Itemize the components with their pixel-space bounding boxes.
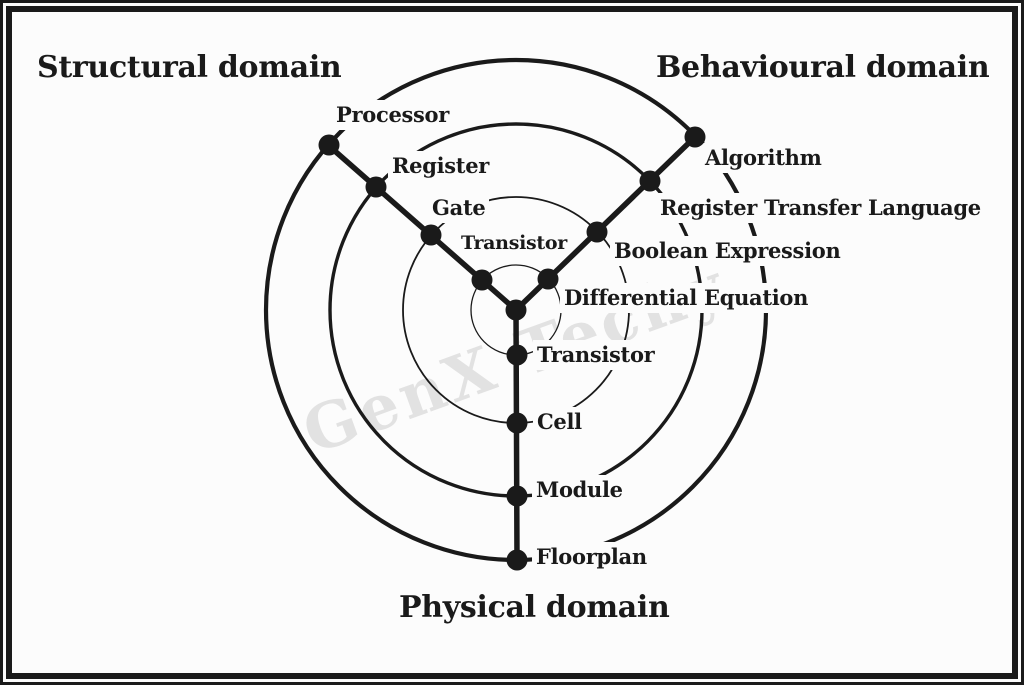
physical-domain-title: Physical domain bbox=[399, 590, 670, 625]
node-label-differential-equation: Differential Equation bbox=[560, 283, 813, 313]
center-dot bbox=[505, 299, 527, 321]
dot-algorithm bbox=[684, 126, 706, 148]
dot-cell bbox=[506, 412, 528, 434]
dot-boolean-expression bbox=[586, 221, 608, 243]
node-label-floorplan: Floorplan bbox=[532, 542, 651, 572]
behavioural-domain-title: Behavioural domain bbox=[656, 50, 990, 85]
structural-domain-title: Structural domain bbox=[37, 50, 342, 85]
dot-differential-equation bbox=[537, 268, 559, 290]
node-label-register: Register bbox=[388, 151, 494, 181]
node-label-register-transfer-language: Register Transfer Language bbox=[656, 193, 985, 223]
dot-module bbox=[506, 485, 528, 507]
node-label-processor: Processor bbox=[332, 100, 454, 130]
dot-processor bbox=[318, 134, 340, 156]
node-label-cell: Cell bbox=[533, 407, 586, 437]
dot-register-transfer-language bbox=[639, 170, 661, 192]
dot-gate bbox=[420, 224, 442, 246]
dot-register bbox=[365, 176, 387, 198]
node-label-transistor-structural: Transistor bbox=[457, 229, 571, 257]
node-label-transistor-physical: Transistor bbox=[533, 340, 659, 370]
dot-floorplan bbox=[506, 549, 528, 571]
dot-transistor-physical bbox=[506, 344, 528, 366]
node-label-algorithm: Algorithm bbox=[701, 143, 826, 173]
node-label-boolean-expression: Boolean Expression bbox=[610, 236, 845, 266]
node-label-gate: Gate bbox=[428, 193, 490, 223]
dot-transistor-structural bbox=[471, 269, 493, 291]
node-label-module: Module bbox=[532, 475, 627, 505]
